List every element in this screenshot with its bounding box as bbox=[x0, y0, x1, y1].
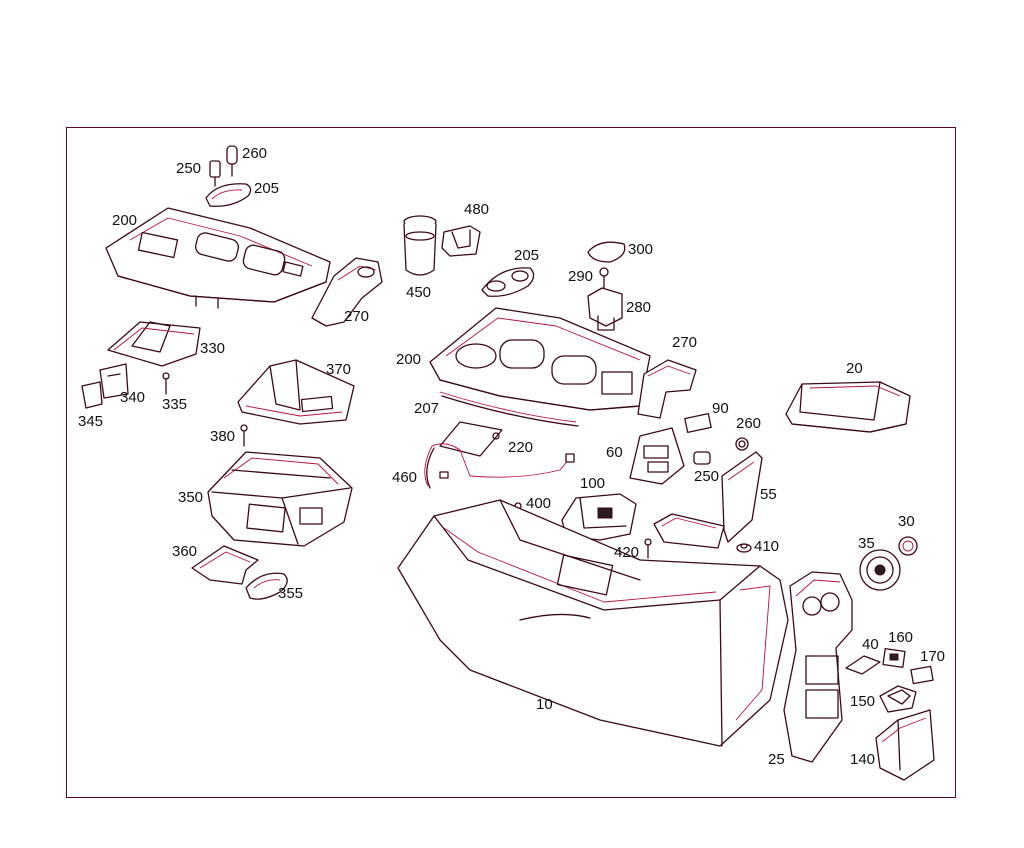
gasket-355-drawing bbox=[245, 572, 288, 600]
cap-300-drawing bbox=[587, 241, 626, 263]
diagram-frame bbox=[66, 127, 956, 798]
label-340: 340 bbox=[120, 389, 146, 406]
label-170: 170 bbox=[920, 648, 946, 665]
label-480: 480 bbox=[464, 201, 490, 218]
label-350: 350 bbox=[178, 489, 204, 506]
switch-345-drawing bbox=[81, 381, 103, 409]
storage-tray-370-drawing bbox=[237, 359, 355, 425]
label-360: 360 bbox=[172, 543, 198, 560]
label-280: 280 bbox=[626, 299, 652, 316]
bezel-150-drawing bbox=[879, 685, 917, 713]
trim-cover-200b-drawing bbox=[429, 307, 651, 411]
label-100: 100 bbox=[580, 475, 606, 492]
clip-250-drawing bbox=[209, 160, 221, 187]
holder-280-drawing bbox=[587, 287, 623, 331]
center-console-10-drawing bbox=[397, 499, 789, 747]
cover-40-drawing bbox=[845, 655, 881, 675]
switch-90-drawing bbox=[684, 413, 712, 433]
label-10: 10 bbox=[536, 696, 553, 713]
rear-panel-25-drawing bbox=[783, 571, 853, 763]
screw-420-drawing bbox=[644, 538, 652, 559]
label-160: 160 bbox=[888, 629, 914, 646]
cup-450-drawing bbox=[403, 215, 437, 276]
label-250b: 250 bbox=[694, 468, 720, 485]
label-370: 370 bbox=[326, 361, 352, 378]
label-460: 460 bbox=[392, 469, 418, 486]
label-205: 205 bbox=[254, 180, 280, 197]
seal-207-drawing bbox=[439, 391, 579, 427]
socket-260b-drawing bbox=[735, 437, 749, 451]
armrest-lid-20-drawing bbox=[785, 381, 911, 433]
trim-cover-200-drawing bbox=[105, 207, 331, 309]
switch-160-drawing bbox=[882, 648, 906, 668]
mat-360-drawing bbox=[191, 545, 259, 585]
label-270: 270 bbox=[344, 308, 370, 325]
storage-box-350-drawing bbox=[207, 451, 353, 547]
label-420: 420 bbox=[614, 544, 640, 561]
label-30: 30 bbox=[898, 513, 915, 530]
label-207: 207 bbox=[414, 400, 440, 417]
gasket-205b-drawing bbox=[481, 267, 535, 297]
label-270b: 270 bbox=[672, 334, 698, 351]
label-55: 55 bbox=[760, 486, 777, 503]
bracket-270-drawing bbox=[311, 257, 383, 327]
switch-170-drawing bbox=[910, 665, 934, 685]
label-400: 400 bbox=[526, 495, 552, 512]
label-220: 220 bbox=[508, 439, 534, 456]
label-290: 290 bbox=[568, 268, 594, 285]
label-60: 60 bbox=[606, 444, 623, 461]
label-335: 335 bbox=[162, 396, 188, 413]
label-140: 140 bbox=[850, 751, 876, 768]
label-260b: 260 bbox=[736, 415, 762, 432]
bracket-270b-drawing bbox=[637, 359, 697, 419]
label-380: 380 bbox=[210, 428, 236, 445]
holder-480-drawing bbox=[441, 225, 481, 257]
screw-380-drawing bbox=[240, 424, 248, 447]
shifter-bezel-330-drawing bbox=[107, 321, 201, 367]
pad-220-drawing bbox=[439, 421, 503, 457]
mat-drawing bbox=[653, 513, 725, 549]
label-300: 300 bbox=[628, 241, 654, 258]
label-20: 20 bbox=[846, 360, 863, 377]
gasket-205-drawing bbox=[205, 183, 252, 207]
nut-410-drawing bbox=[736, 543, 752, 553]
label-200b: 200 bbox=[396, 351, 422, 368]
label-355: 355 bbox=[278, 585, 304, 602]
label-40: 40 bbox=[862, 636, 879, 653]
wiring-harness-460-drawing bbox=[424, 443, 575, 489]
label-410: 410 bbox=[754, 538, 780, 555]
label-150: 150 bbox=[850, 693, 876, 710]
label-25: 25 bbox=[768, 751, 785, 768]
label-250: 250 bbox=[176, 160, 202, 177]
screw-290-drawing bbox=[599, 267, 609, 289]
tray-140-drawing bbox=[875, 709, 935, 781]
gasket-30-drawing bbox=[898, 536, 918, 556]
label-450: 450 bbox=[406, 284, 432, 301]
switch-340-drawing bbox=[99, 363, 129, 399]
label-200: 200 bbox=[112, 212, 138, 229]
clip-260-drawing bbox=[226, 145, 238, 177]
label-90: 90 bbox=[712, 400, 729, 417]
socket-250b-drawing bbox=[693, 451, 711, 465]
label-260: 260 bbox=[242, 145, 268, 162]
bezel-60-drawing bbox=[629, 427, 685, 485]
screw-335-drawing bbox=[162, 372, 170, 395]
label-35: 35 bbox=[858, 535, 875, 552]
label-330: 330 bbox=[200, 340, 226, 357]
label-205b: 205 bbox=[514, 247, 540, 264]
side-panel-55-drawing bbox=[721, 451, 763, 543]
label-345: 345 bbox=[78, 413, 104, 430]
vent-35-drawing bbox=[859, 549, 901, 591]
